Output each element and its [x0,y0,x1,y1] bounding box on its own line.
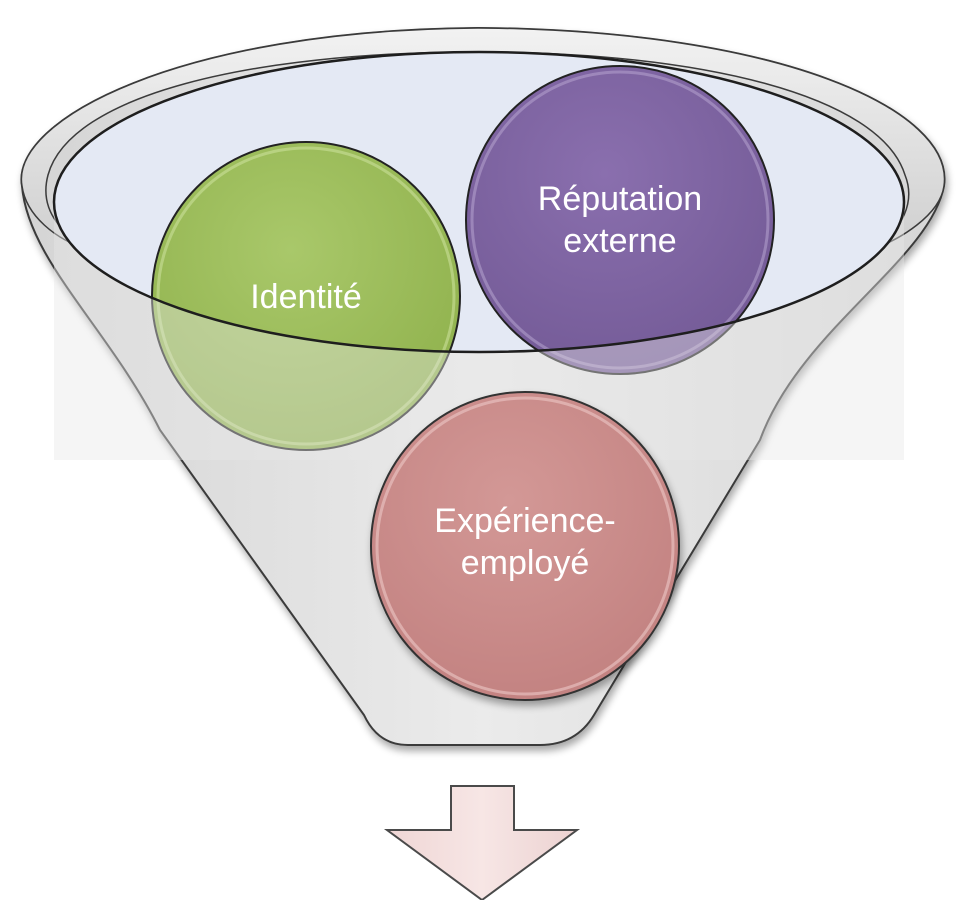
circle-identite-highlight [156,146,456,446]
circle-identite: Identité [151,141,461,451]
circle-identite-shape [151,141,461,451]
down-arrow-icon [383,785,581,900]
circle-identite-label: Identité [250,278,362,316]
funnel-glass-overlay [54,202,904,460]
circle-experience: Expérience- employé [370,391,680,701]
circle-reputation-highlight [470,70,770,370]
funnel-mouth-outline [52,50,906,354]
circle-reputation-label-line2: externe [563,222,676,260]
circle-experience-label-line2: employé [461,544,590,582]
circle-reputation-shape [465,65,775,375]
funnel-rim [20,27,946,251]
circle-experience-highlight [375,396,675,696]
circle-experience-shape [370,391,680,701]
circle-experience-label-line1: Expérience- [434,502,615,540]
circle-reputation: Réputation externe [465,65,775,375]
circle-reputation-label-line1: Réputation [538,180,702,218]
